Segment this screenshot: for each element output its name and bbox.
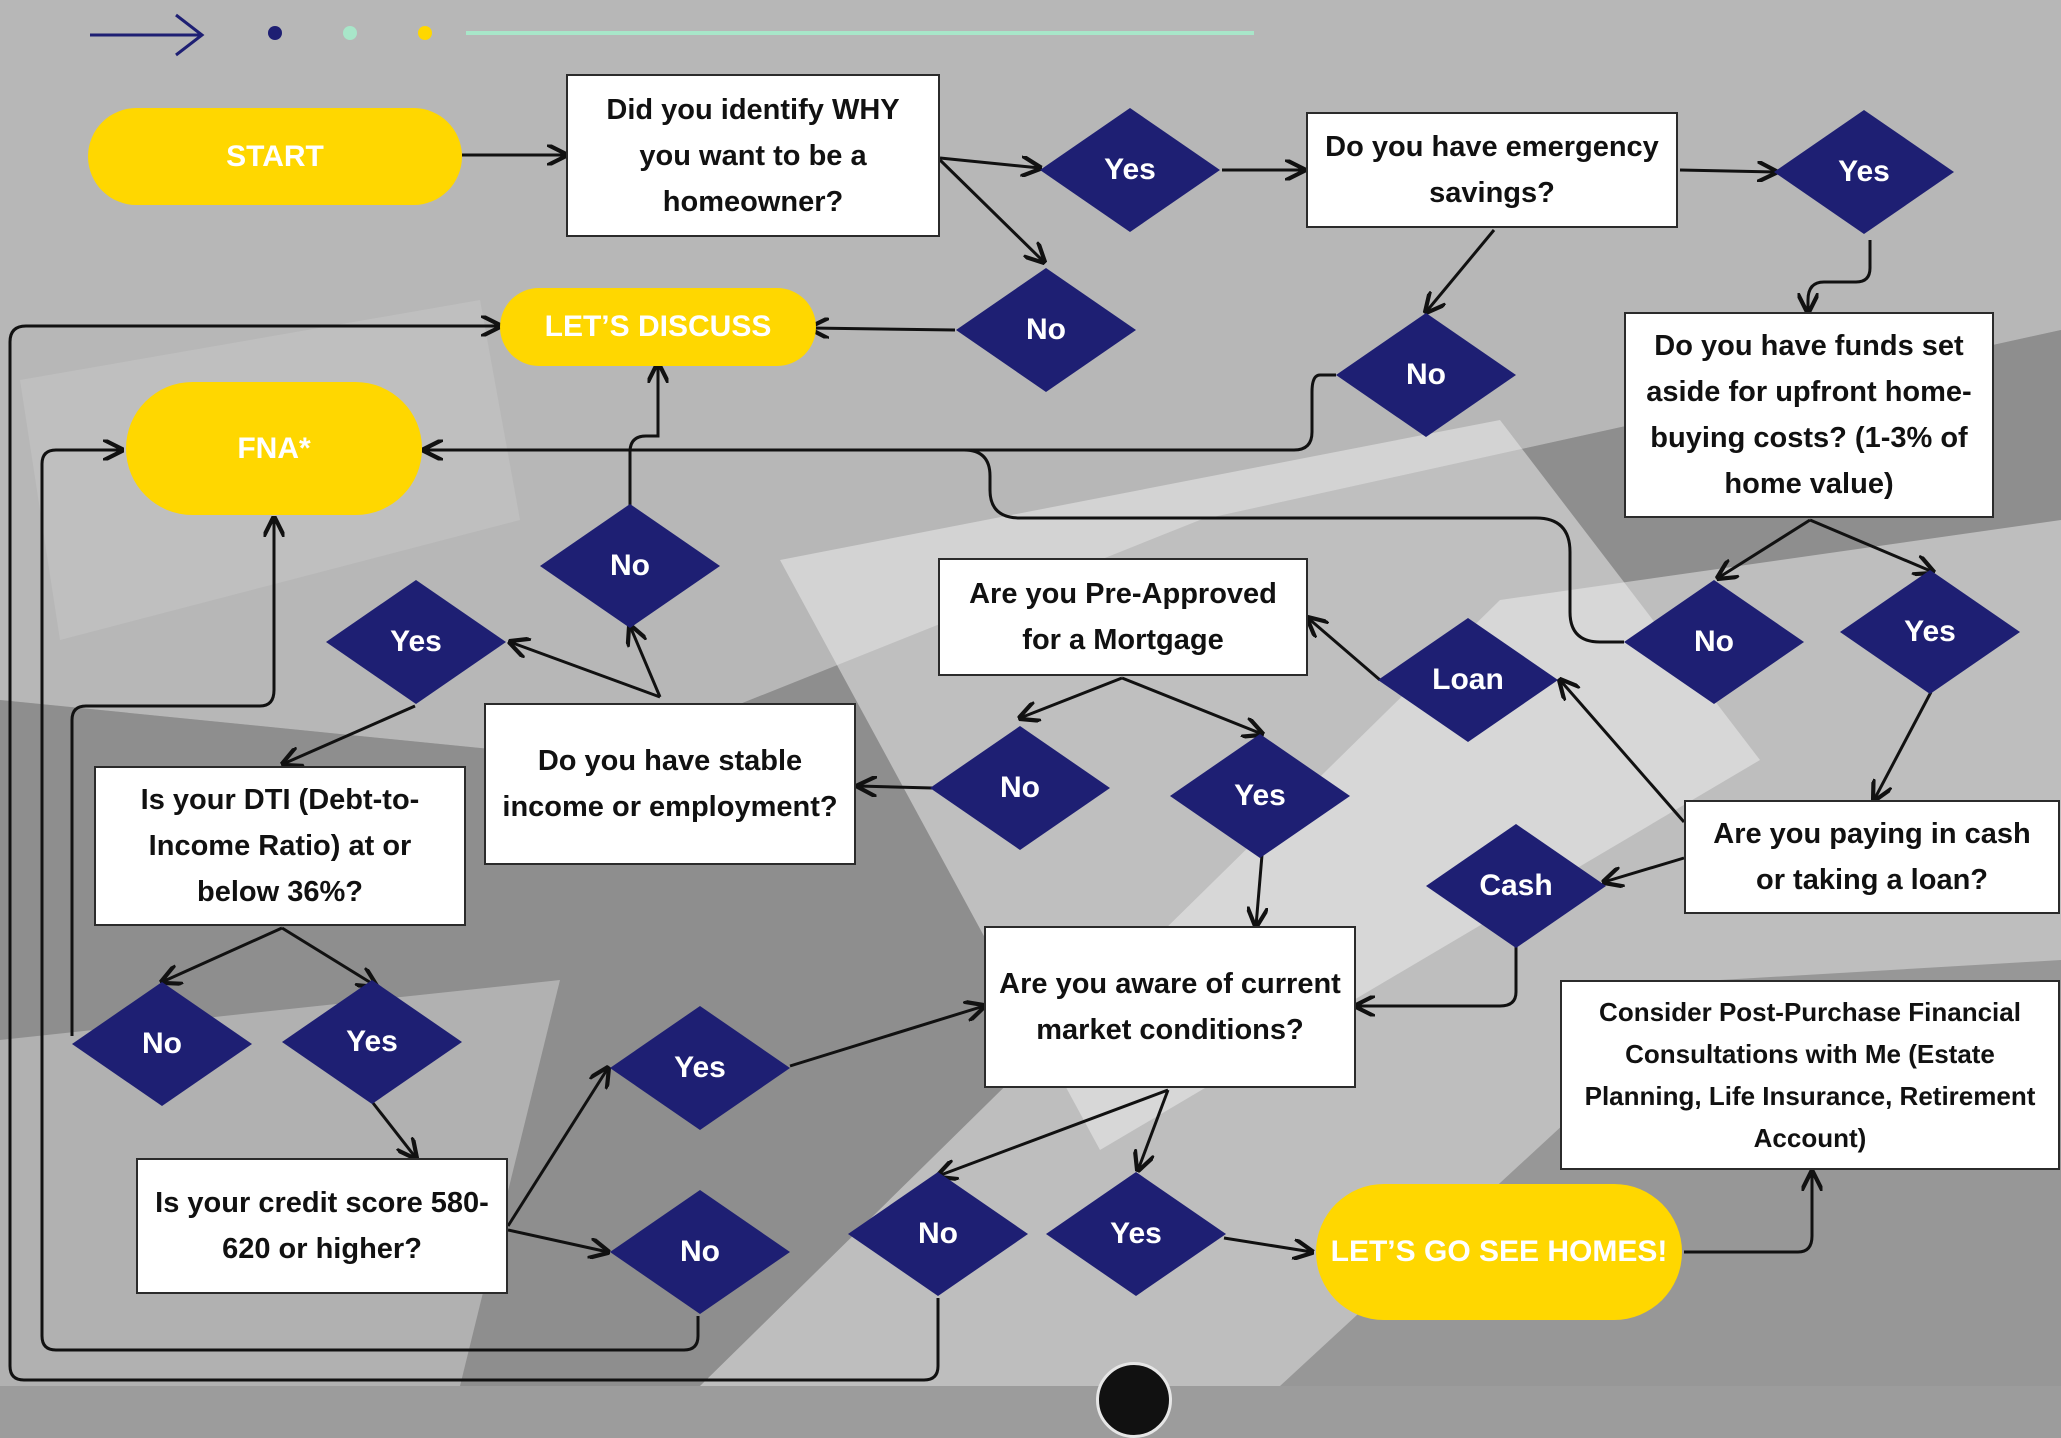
- answer-cash-label: Cash: [1479, 869, 1553, 902]
- answer-no-label: No: [1000, 771, 1040, 804]
- answer-no-label: No: [142, 1027, 182, 1060]
- question-cash-or-loan: Are you paying in cash or taking a loan?: [1684, 800, 2060, 914]
- answer-yes-label: Yes: [1110, 1217, 1162, 1250]
- diamond-why-yes[interactable]: Yes: [1040, 108, 1220, 232]
- diamond-shape: [956, 268, 1136, 392]
- diamond-shape: [1040, 108, 1220, 232]
- diamond-income-yes[interactable]: Yes: [326, 580, 506, 704]
- question-stable-income: Do you have stable income or employment?: [484, 703, 856, 865]
- answer-yes-label: Yes: [1904, 615, 1956, 648]
- fna-pill[interactable]: FNA*: [126, 382, 422, 515]
- diamond-shape: [72, 982, 252, 1106]
- answer-yes-label: Yes: [674, 1051, 726, 1084]
- question-market-conditions: Are you aware of current market conditio…: [984, 926, 1356, 1088]
- answer-no-label: No: [1406, 358, 1446, 391]
- diamond-shape: [1170, 734, 1350, 858]
- question-credit-score: Is your credit score 580-620 or higher?: [136, 1158, 508, 1294]
- answer-no-label: No: [918, 1217, 958, 1250]
- diamond-shape: [1624, 580, 1804, 704]
- diamond-dti-yes[interactable]: Yes: [282, 980, 462, 1104]
- header-dot-mint: [343, 26, 357, 40]
- diamond-dti-no[interactable]: No: [72, 982, 252, 1106]
- see-homes-pill[interactable]: LET’S GO SEE HOMES!: [1316, 1184, 1682, 1320]
- diamond-shape: [1046, 1172, 1226, 1296]
- diamond-shape: [610, 1190, 790, 1314]
- diamond-shape: [282, 980, 462, 1104]
- answer-no-label: No: [1694, 625, 1734, 658]
- answer-no-label: No: [680, 1235, 720, 1268]
- diamond-shape: [1774, 110, 1954, 234]
- answer-yes-label: Yes: [1838, 155, 1890, 188]
- diamond-shape: [930, 726, 1110, 850]
- diamond-shape: [326, 580, 506, 704]
- diamond-savings-yes[interactable]: Yes: [1774, 110, 1954, 234]
- diamond-preapproved-yes[interactable]: Yes: [1170, 734, 1350, 858]
- diamond-loan[interactable]: Loan: [1378, 618, 1558, 742]
- diamond-shape: [1426, 824, 1606, 948]
- diamond-market-no[interactable]: No: [848, 1172, 1028, 1296]
- lets-discuss-pill[interactable]: LET’S DISCUSS: [500, 288, 816, 366]
- question-pre-approved: Are you Pre-Approved for a Mortgage: [938, 558, 1308, 676]
- diamond-credit-no[interactable]: No: [610, 1190, 790, 1314]
- question-emergency-savings: Do you have emergency savings?: [1306, 112, 1678, 228]
- page-badge: [1096, 1362, 1172, 1438]
- diamond-cash[interactable]: Cash: [1426, 824, 1606, 948]
- answer-yes-label: Yes: [346, 1025, 398, 1058]
- diamond-preapproved-no[interactable]: No: [930, 726, 1110, 850]
- answer-no-label: No: [1026, 313, 1066, 346]
- answer-no-label: No: [610, 549, 650, 582]
- diamond-shape: [540, 504, 720, 628]
- header-accent-line: [466, 31, 1254, 35]
- question-dti: Is your DTI (Debt-to-Income Ratio) at or…: [94, 766, 466, 926]
- diamond-shape: [610, 1006, 790, 1130]
- diamond-market-yes[interactable]: Yes: [1046, 1172, 1226, 1296]
- diamond-why-no[interactable]: No: [956, 268, 1136, 392]
- answer-yes-label: Yes: [1104, 153, 1156, 186]
- diamond-shape: [848, 1172, 1028, 1296]
- post-purchase-consultation: Consider Post-Purchase Financial Consult…: [1560, 980, 2060, 1170]
- arrow-right-icon: [90, 13, 205, 57]
- diamond-savings-no[interactable]: No: [1336, 313, 1516, 437]
- question-why-homeowner: Did you identify WHY you want to be a ho…: [566, 74, 940, 237]
- question-upfront-funds: Do you have funds set aside for upfront …: [1624, 312, 1994, 518]
- diamond-income-no[interactable]: No: [540, 504, 720, 628]
- diamond-shape: [1378, 618, 1558, 742]
- header-dot-yellow: [418, 26, 432, 40]
- answer-loan-label: Loan: [1432, 663, 1504, 696]
- answer-yes-label: Yes: [390, 625, 442, 658]
- diamond-credit-yes[interactable]: Yes: [610, 1006, 790, 1130]
- start-pill[interactable]: START: [88, 108, 462, 205]
- diamond-funds-no[interactable]: No: [1624, 580, 1804, 704]
- diamond-shape: [1336, 313, 1516, 437]
- header-dot-navy: [268, 26, 282, 40]
- diamond-funds-yes[interactable]: Yes: [1840, 570, 2020, 694]
- answer-yes-label: Yes: [1234, 779, 1286, 812]
- diamond-shape: [1840, 570, 2020, 694]
